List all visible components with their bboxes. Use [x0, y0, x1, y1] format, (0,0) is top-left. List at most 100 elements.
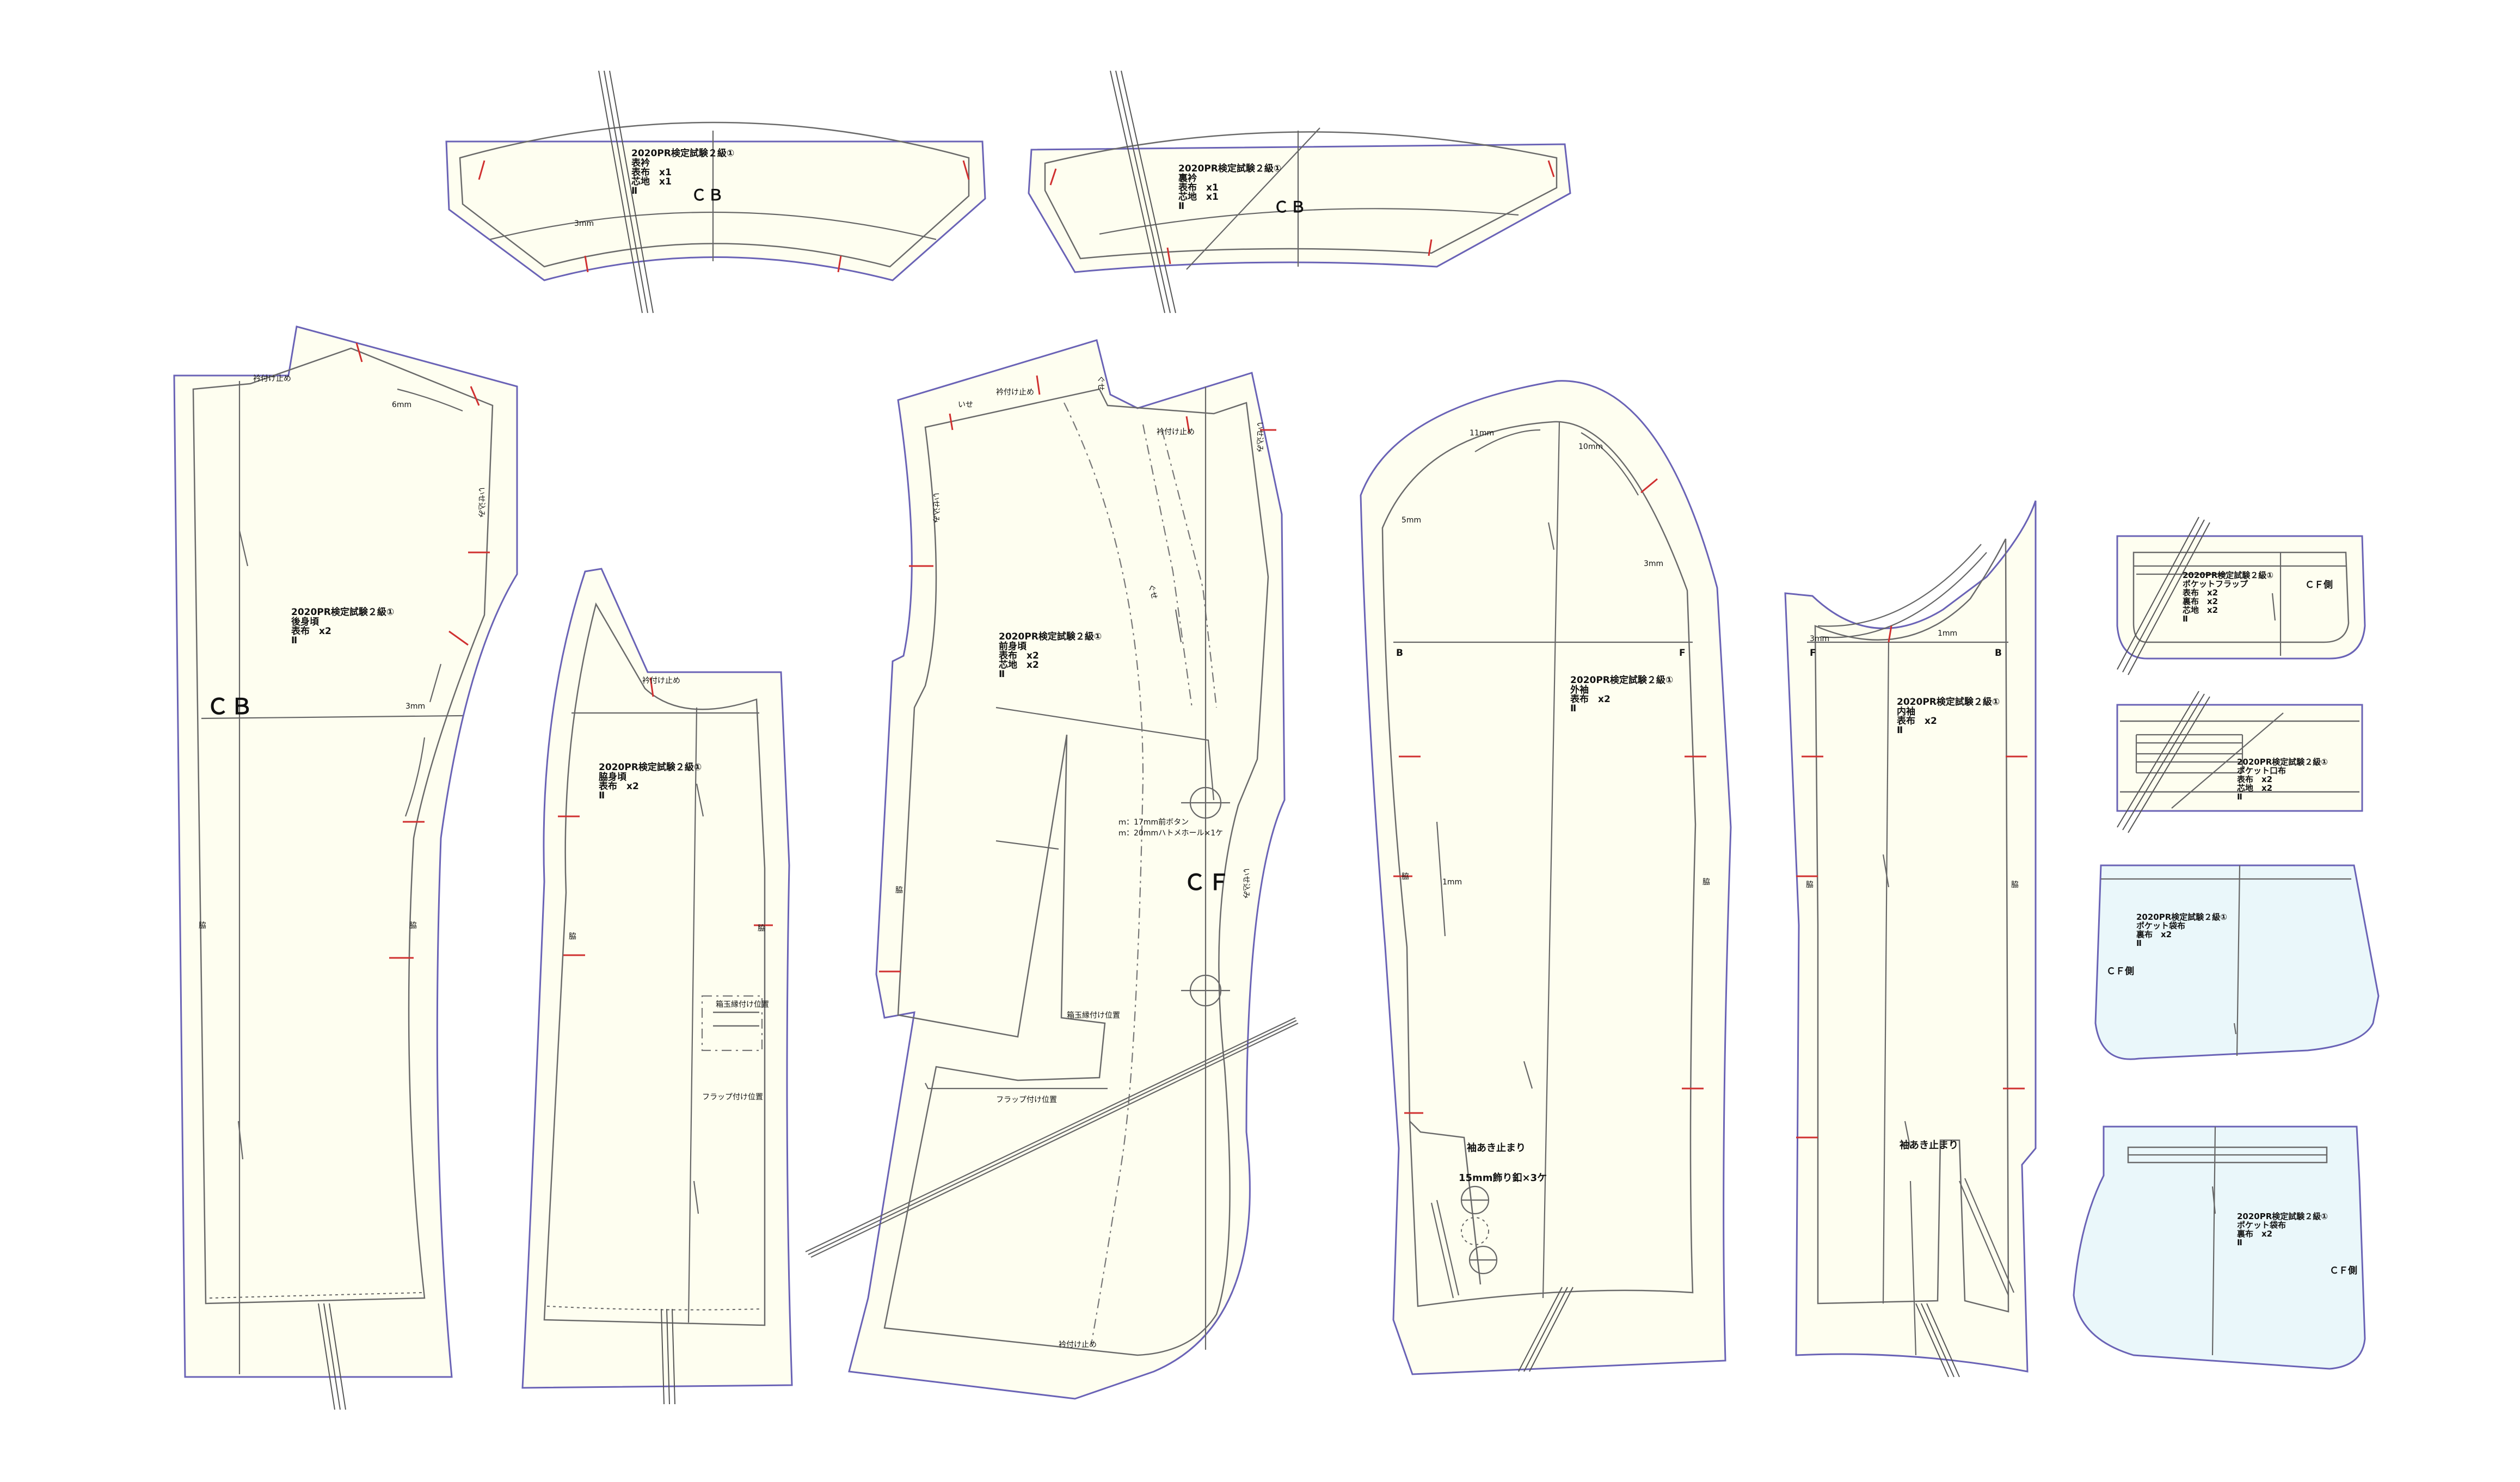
top-sleeve-b-label: B	[1396, 648, 1403, 659]
front-button-note-1: ｍ：17mm前ボタン	[1118, 817, 1189, 827]
pocket-flap-line1: 表布 x2	[2183, 588, 2218, 598]
top-sleeve-ease-a: 11mm	[1470, 429, 1494, 438]
top-sleeve-side-mark-right: 脇	[1702, 878, 1710, 887]
under-sleeve-ease-a: 3mm	[1810, 635, 1829, 643]
top-sleeve-side-mark-left: 脇	[1402, 872, 1409, 881]
collar-under-name: 裏衿	[1178, 173, 1197, 184]
pocket-bag-b-title: 2020PR検定試験２級①	[2237, 1212, 2328, 1221]
collar-top-line2: 芯地 x1	[631, 176, 672, 187]
front-shoulder-mark-a: 衿付け止め	[996, 388, 1034, 397]
top-sleeve-f-label: F	[1679, 648, 1686, 659]
pocket-flap-cf-side: ＣＦ側	[2305, 579, 2333, 591]
under-sleeve-name: 内袖	[1897, 706, 1915, 717]
top-sleeve-ease-e: 1mm	[1442, 878, 1462, 887]
front-welt-note: 箱玉縁付け位置	[1067, 1011, 1120, 1020]
back-mark: Ⅱ	[291, 635, 297, 646]
collar-top-ease-label: 3mm	[574, 219, 594, 228]
back-title: 2020PR検定試験２級①	[291, 606, 394, 618]
top-sleeve-piece: 11mm 10mm 5mm 3mm 1mm B F 2020PR検定試験２級① …	[1360, 380, 1732, 1375]
front-hem-mark: 衿付け止め	[1059, 1340, 1097, 1349]
side-name: 脇身頃	[599, 771, 627, 783]
front-ease-mark-b: いせ込み	[1255, 422, 1264, 452]
front-body-piece: 衿付け止め いせ 衿付け止め ぐせ いせ込み いせ込み ぐせ 2020PR検定試…	[805, 339, 1299, 1400]
collar-under-line2: 芯地 x1	[1178, 191, 1219, 202]
pocket-bag-a-title: 2020PR検定試験２級①	[2136, 912, 2227, 922]
front-shrink-mark: ぐせ	[1096, 376, 1105, 391]
pocket-flap-title: 2020PR検定試験２級①	[2183, 570, 2273, 580]
side-welt-note: 箱玉縁付け位置	[716, 1000, 769, 1009]
pocket-bag-a-name: ポケット袋布	[2136, 921, 2185, 931]
pocket-welt-title: 2020PR検定試験２級①	[2237, 757, 2328, 767]
pocket-bag-b-name: ポケット袋布	[2237, 1220, 2286, 1230]
pocket-welt-line1: 表布 x2	[2237, 774, 2272, 784]
side-shoulder-mark: 衿付け止め	[642, 677, 680, 685]
back-name: 後身頃	[291, 616, 319, 628]
front-line1: 表布 x2	[999, 650, 1039, 661]
back-ease-mark: いせ込み	[477, 487, 485, 518]
side-side-mark-left: 脇	[569, 932, 576, 941]
front-ease-mark: いせ込み	[931, 493, 940, 523]
collar-under-mark: Ⅱ	[1178, 201, 1184, 212]
collar-top-line1: 表布 x1	[631, 167, 672, 178]
under-sleeve-title: 2020PR検定試験２級①	[1897, 696, 2000, 708]
under-sleeve-f-label: F	[1810, 648, 1816, 659]
collar-top-title: 2020PR検定試験２級①	[631, 147, 734, 159]
front-title: 2020PR検定試験２級①	[999, 631, 1102, 642]
pocket-bag-b-piece: 2020PR検定試験２級① ポケット袋布 裏布 x2 Ⅱ ＣＦ側	[2073, 1126, 2366, 1370]
back-cb-label: ＣＢ	[207, 694, 255, 720]
under-sleeve-side-mark-right: 脇	[2011, 881, 2019, 889]
pocket-flap-mark: Ⅱ	[2183, 614, 2188, 624]
side-side-mark-right: 脇	[758, 924, 765, 933]
pocket-bag-a-piece: 2020PR検定試験２級① ポケット袋布 裏布 x2 Ⅱ ＣＦ側	[2094, 864, 2380, 1060]
back-side-mark-left: 脇	[199, 921, 206, 930]
front-cf-label: ＣＦ	[1184, 870, 1232, 895]
back-ease-label-b: 3mm	[405, 702, 425, 711]
front-shrink-mark-b: ぐせ	[1146, 583, 1159, 600]
collar-under-title: 2020PR検定試験２級①	[1178, 163, 1281, 174]
side-body-piece: 衿付け止め 2020PR検定試験２級① 脇身頃 表布 x2 Ⅱ 箱玉縁付け位置 …	[521, 568, 793, 1405]
pocket-flap-piece: 2020PR検定試験２級① ポケットフラップ 表布 x2 裏布 x2 芯地 x2…	[2116, 516, 2366, 675]
pocket-bag-b-cf-side: ＣＦ側	[2330, 1265, 2357, 1276]
top-sleeve-button-note: 15mm飾り釦×3ケ	[1459, 1172, 1547, 1184]
top-sleeve-title: 2020PR検定試験２級①	[1570, 674, 1673, 686]
back-side-mark-right: 脇	[409, 921, 417, 930]
front-ease-tag: いせ	[958, 401, 973, 409]
top-sleeve-line1: 表布 x2	[1570, 693, 1611, 705]
top-sleeve-ease-b: 10mm	[1578, 442, 1603, 451]
collar-under-cb-label: ＣＢ	[1274, 198, 1307, 216]
collar-top-mark: Ⅱ	[631, 186, 637, 196]
pocket-bag-b-line1: 裏布 x2	[2236, 1229, 2272, 1239]
collar-top-piece: 2020PR検定試験２級① 表衿 表布 x1 芯地 x1 Ⅱ ＣＢ 3mm	[445, 70, 986, 313]
front-cf-ease-mark: いせ込み	[1241, 868, 1250, 899]
under-sleeve-b-label: B	[1995, 648, 2002, 659]
side-flap-note: フラップ付け位置	[702, 1093, 763, 1102]
under-sleeve-vent-note: 袖あき止まり	[1900, 1139, 1958, 1151]
back-line1: 表布 x2	[291, 625, 331, 637]
pocket-flap-line3: 芯地 x2	[2183, 605, 2218, 615]
top-sleeve-ease-d: 3mm	[1644, 559, 1663, 568]
under-sleeve-line1: 表布 x2	[1897, 715, 1937, 727]
under-sleeve-ease-b: 1mm	[1938, 629, 1957, 638]
back-body-piece: 衿付け止め 6mm 3mm いせ込み 2020PR検定試験２級① 後身頃 表布 …	[173, 325, 518, 1410]
side-line1: 表布 x2	[599, 780, 639, 792]
pocket-welt-name: ポケット口布	[2237, 766, 2286, 776]
under-sleeve-piece: 3mm 1mm F B 2020PR検定試験２級① 内袖 表布 x2 Ⅱ 袖あき…	[1784, 500, 2037, 1378]
top-sleeve-vent-note: 袖あき止まり	[1467, 1142, 1526, 1154]
pocket-flap-line2: 裏布 x2	[2182, 597, 2218, 606]
pocket-welt-mark: Ⅱ	[2237, 792, 2242, 802]
front-button-note-2: ｍ：20mmハトメホール×1ケ	[1118, 829, 1223, 838]
collar-under-line1: 表布 x1	[1178, 182, 1219, 193]
side-mark: Ⅱ	[599, 790, 605, 801]
pocket-bag-a-mark: Ⅱ	[2136, 938, 2142, 948]
side-title: 2020PR検定試験２級①	[599, 761, 702, 773]
collar-under-piece: 2020PR検定試験２級① 裏衿 表布 x1 芯地 x1 Ⅱ ＣＢ	[1028, 70, 1571, 313]
pocket-bag-b-mark: Ⅱ	[2237, 1238, 2242, 1247]
back-ease-label-a: 6mm	[392, 401, 411, 409]
back-shoulder-mark: 衿付け止め	[253, 374, 291, 383]
under-sleeve-side-mark-left: 脇	[1806, 881, 1814, 889]
top-sleeve-ease-c: 5mm	[1402, 516, 1421, 525]
front-flap-note: フラップ付け位置	[996, 1096, 1057, 1104]
pocket-flap-name: ポケットフラップ	[2183, 579, 2248, 589]
pocket-welt-line2: 芯地 x2	[2237, 783, 2272, 793]
